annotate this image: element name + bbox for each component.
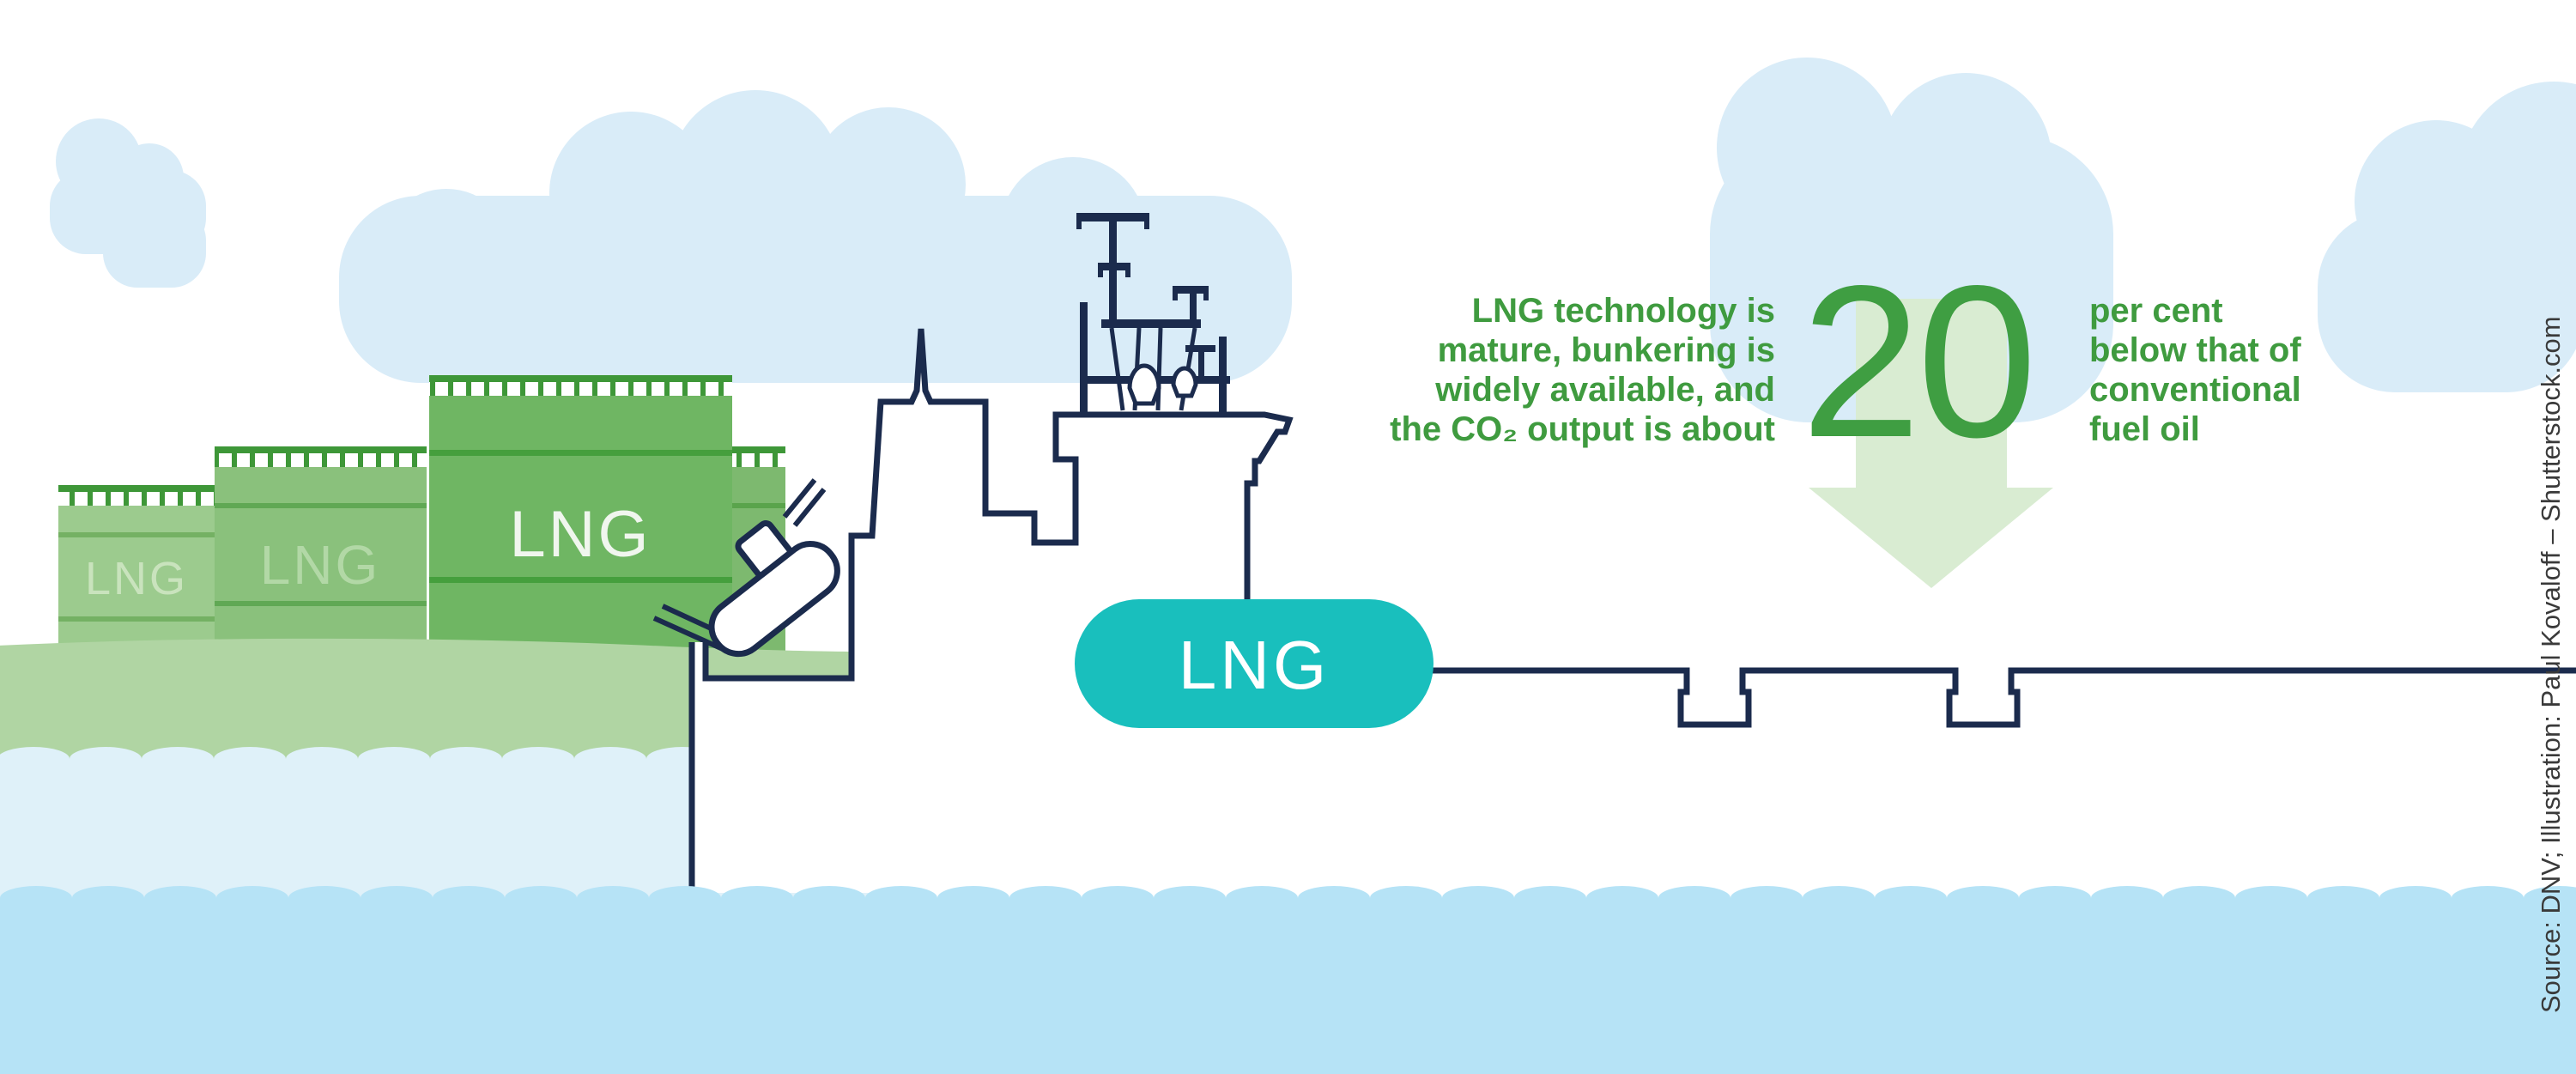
ship [652,213,2576,893]
ship-lng-tank: LNG [1075,599,1433,728]
ship-outline [688,328,1294,889]
deck-line [1421,667,2576,728]
cloud-right-edge [2318,82,2576,392]
shore-tank-medium-label: LNG [260,534,381,596]
lead-copy-left-line3: widely available, and [1435,371,1775,409]
lead-copy-right-line4: fuel oil [2089,410,2200,448]
shore-quay [0,638,863,759]
lead-copy-left-line1: LNG technology is [1471,292,1775,330]
mast-post-left [1080,302,1088,414]
source-credit: Source: DNV; Illustration: Paul Kovaloff… [2536,316,2566,1013]
lead-copy-right-line2: below that of [2089,331,2301,369]
lead-copy-right: per cent below that of conventional fuel… [2089,291,2476,449]
cloud-center [339,90,1292,383]
lead-copy-left-line4: the CO₂ output is about [1390,410,1775,448]
lead-copy-left: LNG technology is mature, bunkering is w… [1339,291,1775,449]
shore-tank-small-label: LNG [85,553,188,604]
radar-dome-small [1171,366,1198,398]
cloud-behind-stat [1710,58,2113,422]
nozzle-spout [782,478,827,527]
radar-dome-large [1127,363,1161,406]
bunkering-nozzle [708,478,840,658]
water [0,886,2576,1074]
lead-copy-right-line1: per cent [2089,292,2223,330]
stat-number: 20 [1801,241,2037,482]
ship-lng-tank-label: LNG [1179,627,1330,703]
mast-structures [1076,213,1230,416]
lead-copy-right-line3: conventional [2089,371,2301,409]
cloud-top-left [50,118,206,288]
down-arrow [1809,299,2053,588]
ship-hull-body [692,329,1289,893]
lead-copy-left-line2: mature, bunkering is [1437,331,1775,369]
shore-tank-large-label: LNG [509,498,651,571]
